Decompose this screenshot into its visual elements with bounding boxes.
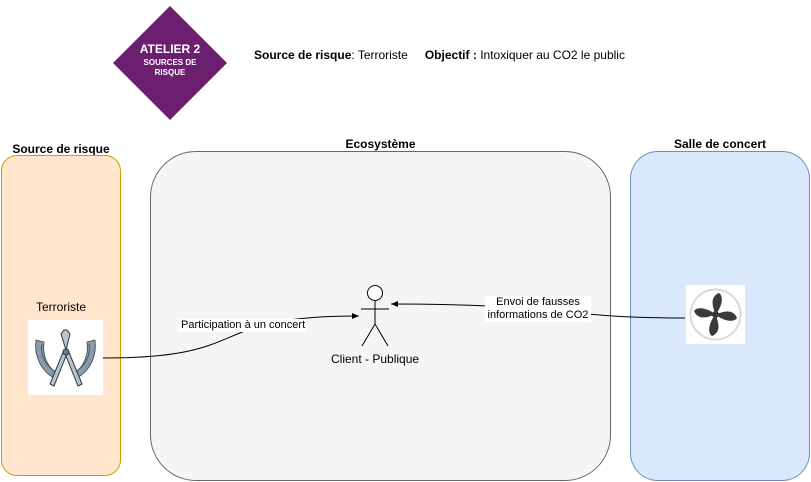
- source-risk-value: : Terroriste: [351, 48, 408, 62]
- pliers-wings-icon: [28, 320, 103, 395]
- source-risk-label: Source de risque: [254, 48, 352, 62]
- left-panel-title: Source de risque: [12, 142, 110, 156]
- participation-edge: [102, 313, 360, 359]
- middle-panel-title: Ecosystème: [345, 137, 416, 151]
- false-info-line1: Envoi de fausses: [496, 296, 580, 308]
- participation-edge-label: Participation à un concert: [179, 319, 308, 332]
- right-panel-title: Salle de concert: [673, 137, 767, 151]
- badge-title: ATELIER 2: [139, 42, 201, 56]
- fan-icon: [686, 285, 745, 344]
- atelier-badge: ATELIER 2 SOURCES DE RISQUE: [113, 42, 227, 78]
- source-risk-panel: [1, 155, 121, 476]
- header-summary: Source de risque: Terroriste Objectif : I…: [254, 48, 625, 62]
- objective-label: Objectif :: [424, 48, 477, 62]
- objective-value: Intoxiquer au CO2 le public: [476, 48, 625, 62]
- badge-subtitle-line1: SOURCES DE: [143, 58, 197, 67]
- atelier-badge-icon: [113, 6, 227, 120]
- stick-figure-actor-icon: [361, 285, 389, 347]
- false-info-line2: informations de CO2: [487, 309, 589, 321]
- terrorist-label: Terroriste: [36, 300, 87, 314]
- badge-subtitle-line2: RISQUE: [154, 68, 186, 77]
- client-label: Client - Publique: [331, 352, 420, 366]
- false-info-edge-label: Envoi de fausses informations de CO2: [485, 296, 591, 322]
